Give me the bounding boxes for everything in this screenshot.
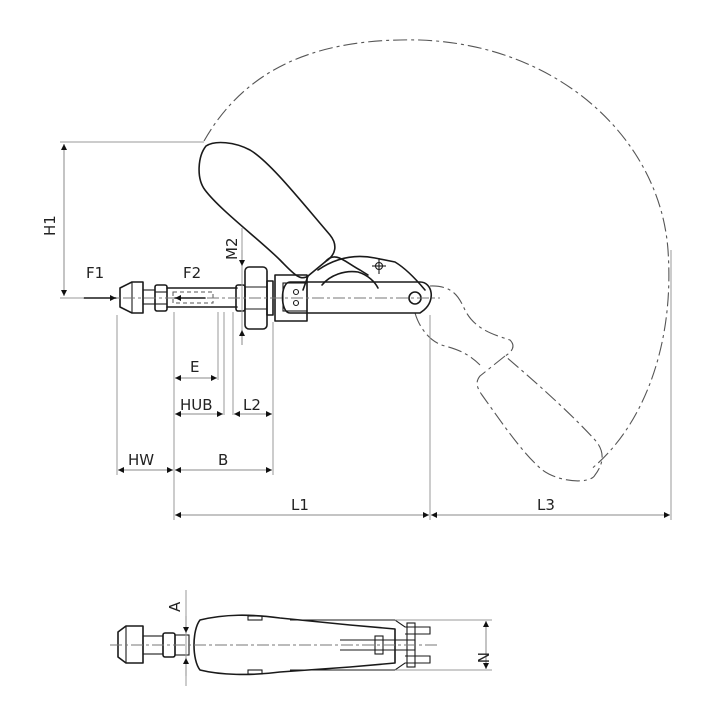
dim-label-n: N [474, 652, 492, 663]
dim-label-f1: F1 [86, 264, 104, 282]
dim-label-l1: L1 [291, 496, 309, 514]
dim-label-l3: L3 [537, 496, 555, 514]
handle-open [414, 285, 603, 482]
dim-label-m2: M2 [223, 238, 241, 261]
dim-label-f2: F2 [183, 264, 201, 282]
dim-label-a: A [166, 601, 184, 612]
dim-label-l2: L2 [243, 396, 261, 414]
dim-label-hw: HW [128, 451, 154, 469]
dim-label-hub: HUB [180, 396, 213, 414]
dim-label-h1: H1 [41, 215, 59, 236]
handle-swing-arc [203, 39, 670, 471]
dim-label-b: B [218, 451, 228, 469]
plunger-assembly [60, 266, 440, 330]
handle-closed [198, 141, 426, 291]
dim-label-e: E [190, 358, 199, 376]
top-view: A N [110, 590, 492, 686]
side-view: H1 M2 F1 F2 E HUB L2 HW B L1 L3 [41, 39, 672, 520]
